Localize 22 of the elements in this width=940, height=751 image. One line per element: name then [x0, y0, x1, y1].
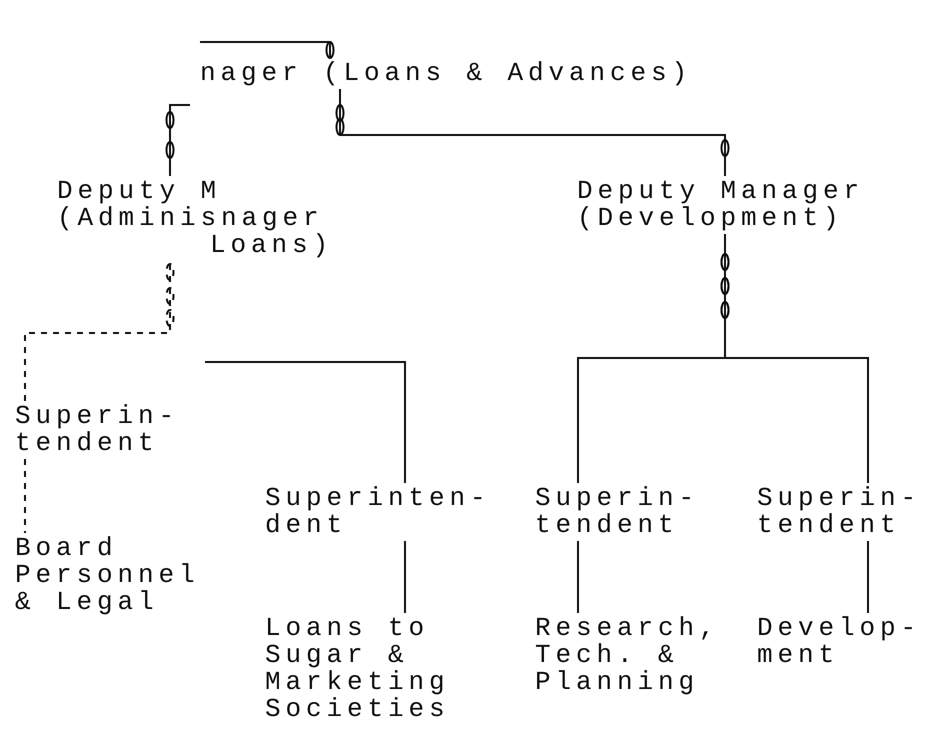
connector-line [166, 104, 191, 177]
connector-line [24, 263, 174, 402]
connector-line [404, 541, 406, 613]
connector-line [577, 541, 579, 613]
connector-line [24, 459, 26, 533]
position-label: Superin- tendent [535, 485, 725, 539]
connector-line [336, 88, 730, 177]
position-label: (Adminisnager [57, 205, 324, 232]
position-label: Board Personnel & Legal [15, 535, 220, 616]
position-label: Research, Tech. & Planning [535, 615, 740, 696]
position-label: Superin- tendent [757, 485, 937, 539]
position-label: Loans) [210, 232, 334, 259]
position-label: Develop- ment [757, 615, 937, 669]
position-label: Superin- tendent [15, 403, 195, 457]
position-label: Superinten- dent [265, 485, 515, 539]
position-label: Loans to Sugar & Marketing Societies [265, 615, 480, 723]
connector-line [867, 541, 869, 613]
position-label: Deputy M [57, 178, 222, 205]
position-label: nager (Loans & Advances) [200, 60, 760, 87]
connector-line [199, 41, 334, 59]
connector-line [205, 361, 406, 483]
position-label: Deputy Manager (Development) [577, 178, 887, 232]
